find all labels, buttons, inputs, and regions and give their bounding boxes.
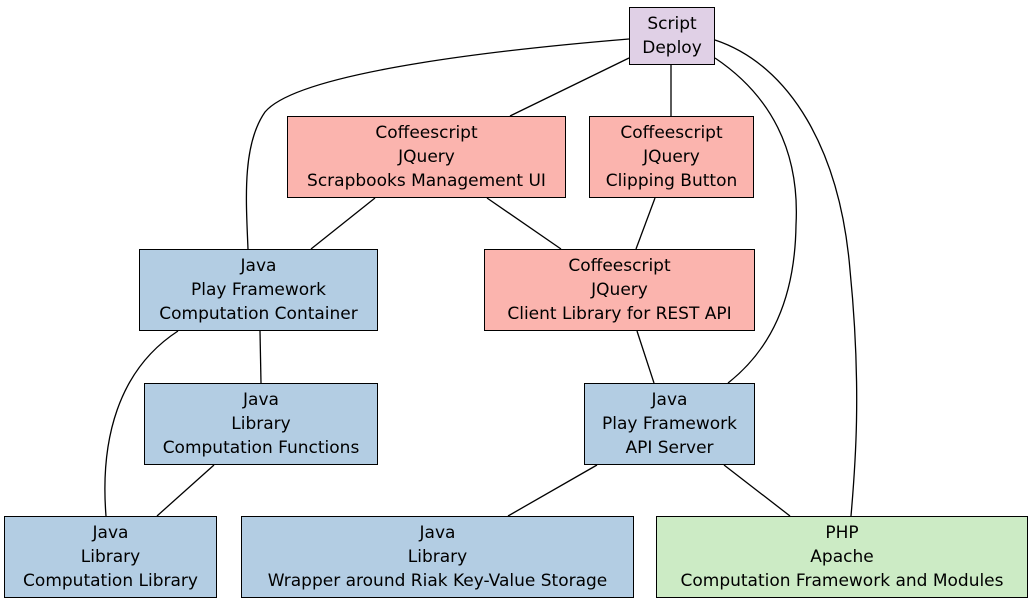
node-line: JQuery [398, 147, 455, 167]
node-line: Scrapbooks Management UI [307, 171, 546, 191]
node-line: Play Framework [602, 414, 737, 434]
node-line: Clipping Button [605, 171, 738, 191]
edge-client-library-to-api-server [636, 330, 655, 384]
node-line: Coffeescript [375, 123, 478, 143]
edge-deploy-to-php [714, 39, 858, 517]
node-line: Library [407, 547, 468, 567]
node-line: JQuery [643, 147, 700, 167]
node-line: Java [92, 523, 129, 543]
edge-deploy-to-scrapbooks-ui [509, 57, 630, 117]
node-line: Computation Functions [162, 438, 360, 458]
node-computation-library: Java Library Computation Library [4, 516, 217, 598]
node-line: Computation Framework and Modules [680, 571, 1004, 591]
edge-api-server-to-php [723, 464, 791, 517]
node-line: Java [419, 523, 456, 543]
node-line: Apache [810, 547, 874, 567]
node-line: API Server [625, 438, 714, 458]
edge-scrapbooks-to-client-library [486, 197, 562, 250]
node-line: Computation Library [23, 571, 198, 591]
node-line: JQuery [591, 280, 648, 300]
node-clipping-button: Coffeescript JQuery Clipping Button [589, 116, 754, 198]
node-line: Deploy [642, 38, 702, 58]
node-line: Java [240, 256, 277, 276]
edge-scrapbooks-to-container [310, 197, 376, 250]
node-line: Wrapper around Riak Key-Value Storage [267, 571, 608, 591]
node-line: Coffeescript [568, 256, 671, 276]
node-line: Script [647, 14, 697, 34]
node-line: Client Library for REST API [507, 304, 732, 324]
node-line: Library [80, 547, 141, 567]
edge-clipping-to-client-library [635, 197, 656, 250]
node-line: Java [243, 390, 279, 410]
node-line: Play Framework [191, 280, 326, 300]
node-line: PHP [825, 523, 859, 543]
edge-api-server-to-riak [507, 464, 598, 517]
edge-deploy-to-container [245, 38, 630, 250]
node-scrapbooks-management-ui: Coffeescript JQuery Scrapbooks Managemen… [287, 116, 566, 198]
node-line: Java [651, 390, 688, 410]
node-line: Coffeescript [620, 123, 723, 143]
edge-container-to-computation-library [104, 330, 179, 517]
node-php-apache: PHP Apache Computation Framework and Mod… [656, 516, 1028, 598]
node-line: Library [231, 414, 291, 434]
node-api-server: Java Play Framework API Server [584, 383, 755, 465]
node-line: Computation Container [159, 304, 358, 324]
node-client-library-rest-api: Coffeescript JQuery Client Library for R… [484, 249, 755, 331]
edge-functions-to-computation-library [156, 464, 215, 517]
edge-container-to-functions [259, 330, 262, 384]
node-computation-container: Java Play Framework Computation Containe… [139, 249, 378, 331]
edge-deploy-to-api-server [714, 57, 797, 384]
node-script-deploy: Script Deploy [629, 7, 715, 65]
node-computation-functions: Java Library Computation Functions [144, 383, 378, 465]
node-riak-wrapper: Java Library Wrapper around Riak Key-Val… [241, 516, 634, 598]
